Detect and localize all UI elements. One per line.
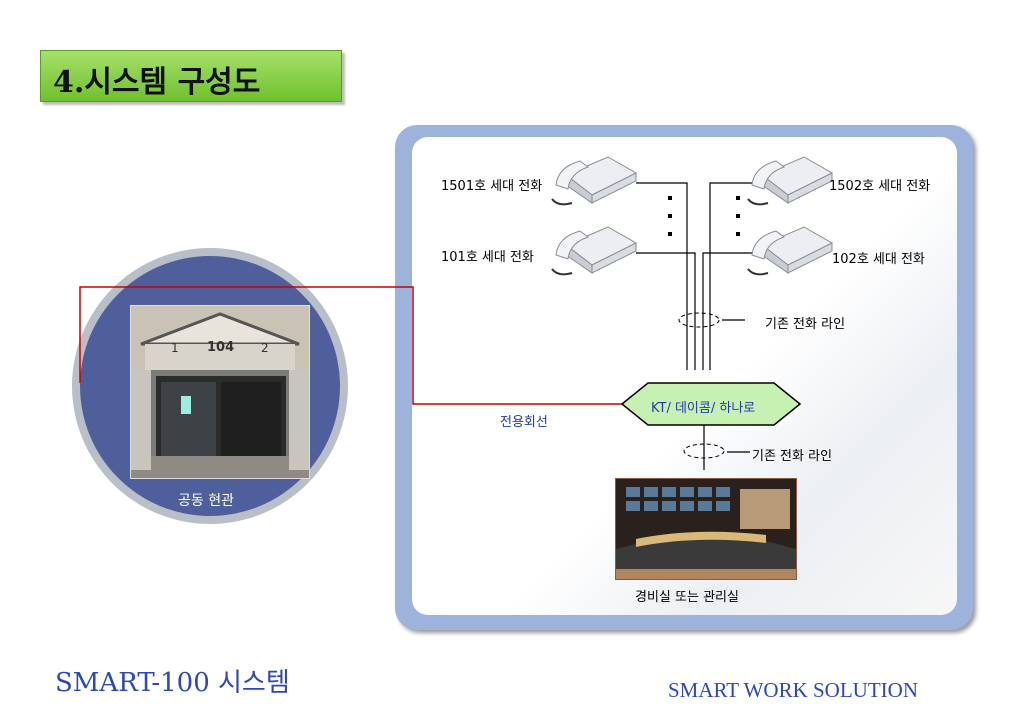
ellipsis-right: [736, 196, 740, 236]
hub-shape: [620, 382, 802, 426]
entrance-number: 104: [207, 340, 235, 355]
control-room-image: [616, 479, 796, 579]
phone-label-101: 101호 세대 전화: [441, 250, 534, 265]
hub-label: KT/ 데이콤/ 하나로: [651, 401, 756, 416]
footer-product-name: SMART-100 시스템: [55, 668, 290, 698]
line-101: [636, 252, 696, 370]
phone-label-1501: 1501호 세대 전화: [441, 179, 543, 194]
telephone-icon: [551, 156, 638, 206]
footer-company-slogan: SMART WORK SOLUTION: [668, 678, 918, 702]
title-banner: 4.시스템 구성도: [40, 50, 342, 102]
entrance-photo: 1 104 2: [130, 305, 310, 479]
phone-label-1502: 1502호 세대 전화: [829, 179, 931, 194]
entrance-right-mark: 2: [261, 341, 269, 355]
control-room-photo: [615, 478, 797, 580]
entrance-left-mark: 1: [171, 341, 179, 355]
entrance-label: 공동 현관: [178, 493, 234, 509]
line-102: [702, 252, 770, 370]
telephone-icon: [747, 226, 834, 276]
dedicated-line-label: 전용회선: [500, 415, 548, 430]
line-bundle-marker-bottom: [683, 443, 725, 459]
phone-label-102: 102호 세대 전화: [832, 252, 925, 267]
telephone-icon: [747, 156, 834, 206]
page-title: 4.시스템 구성도: [53, 65, 261, 100]
line-1501: [636, 182, 688, 370]
line-1502: [709, 182, 770, 370]
line-bundle-marker-top: [678, 312, 720, 328]
telephone-icon: [551, 226, 638, 276]
control-room-label: 경비실 또는 관리실: [635, 590, 739, 605]
dedicated-line: [79, 286, 622, 405]
entrance-building-image: [131, 306, 309, 478]
existing-line-label-top: 기존 전화 라인: [765, 317, 846, 332]
existing-line-label-bottom: 기존 전화 라인: [752, 449, 833, 464]
ellipsis-left: [668, 196, 672, 236]
